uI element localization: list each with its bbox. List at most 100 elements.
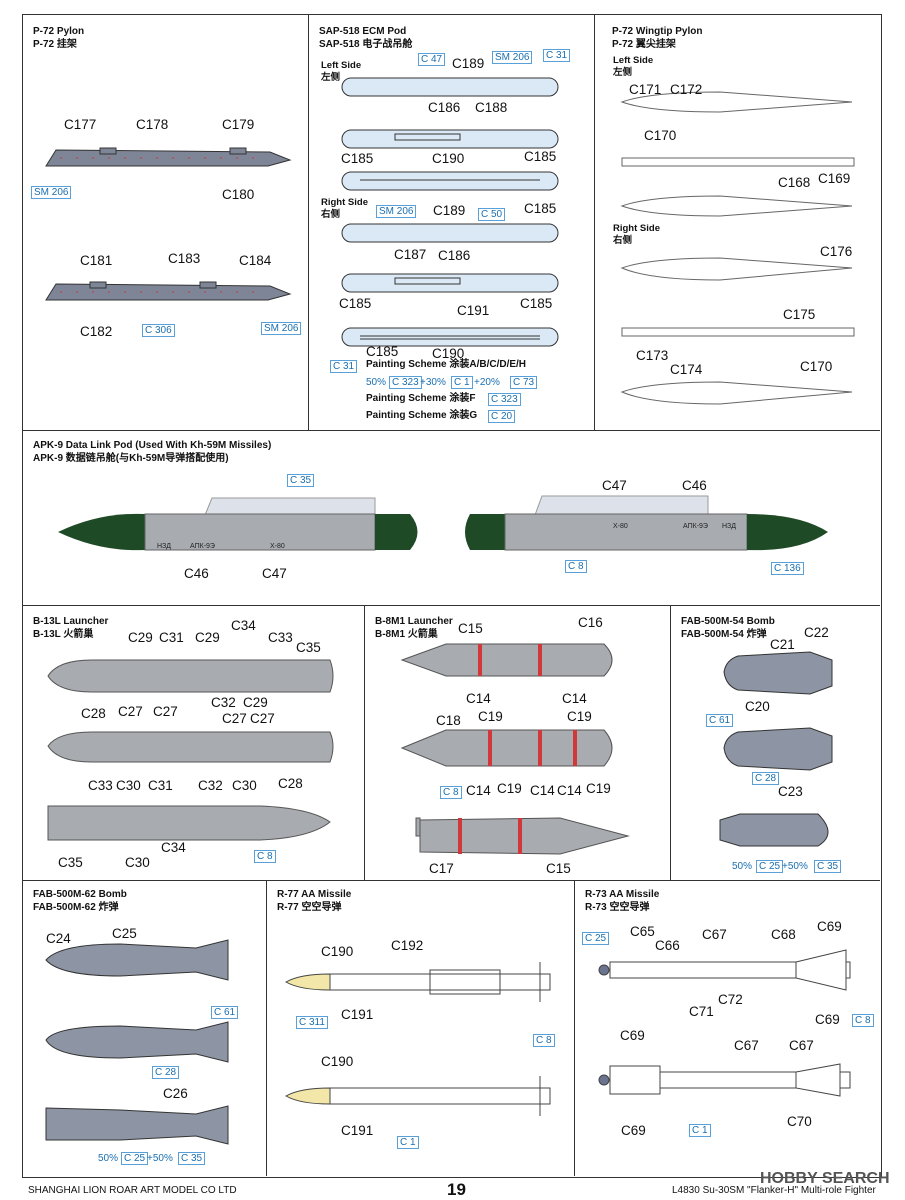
paint-callout: C 311 <box>296 1016 328 1029</box>
paint-callout: C 28 <box>752 772 780 785</box>
r73-title: R-73 AA Missile <box>585 889 660 900</box>
part-label: C170 <box>644 128 677 143</box>
part-label: C35 <box>296 640 321 655</box>
sap518-title: SAP-518 ECM Pod <box>319 26 407 37</box>
part-label: C169 <box>818 171 851 186</box>
part-label: C188 <box>475 100 508 115</box>
mix-text: 50% <box>98 1153 119 1164</box>
fab54-title-cn: FAB-500M-54 炸弹 <box>681 629 767 640</box>
part-label: C180 <box>222 187 255 202</box>
part-label: C31 <box>159 630 184 645</box>
part-label: C46 <box>184 566 209 581</box>
sap518-left-label: Left Side <box>321 60 362 71</box>
part-label: C178 <box>136 117 169 132</box>
part-label: C17 <box>429 861 454 876</box>
p72-pylon-title-cn: P-72 挂架 <box>33 39 77 50</box>
part-label: C19 <box>497 781 522 796</box>
fab62-title: FAB-500M-62 Bomb <box>33 889 127 900</box>
watermark: HOBBY SEARCH <box>760 1170 890 1187</box>
part-label: C70 <box>787 1114 812 1129</box>
part-label: C69 <box>620 1028 645 1043</box>
paint-callout: C 73 <box>510 376 538 389</box>
part-label: C15 <box>458 621 483 636</box>
paint-callout: C 35 <box>814 860 842 873</box>
p72-pylon-drawing <box>45 147 292 301</box>
part-label: C32 <box>211 695 236 710</box>
wingtip-right-label-cn: 右侧 <box>613 235 633 246</box>
paint-callout: C 136 <box>771 562 804 575</box>
sap518-left-label-cn: 左侧 <box>321 72 341 83</box>
divider-row1 <box>22 430 880 431</box>
stencil-text: АПК-9Э <box>683 523 708 530</box>
part-label: C27 <box>250 711 275 726</box>
paint-callout: C 35 <box>178 1152 206 1165</box>
part-label: C27 <box>222 711 247 726</box>
paint-callout: C 47 <box>418 53 446 66</box>
part-label: C28 <box>278 776 303 791</box>
wingtip-pylon-drawings <box>620 91 855 405</box>
r77-drawings <box>284 962 551 1116</box>
part-label: C185 <box>341 151 374 166</box>
part-label: C14 <box>557 783 582 798</box>
paint-callout: C 1 <box>451 376 473 389</box>
part-label: C190 <box>321 944 354 959</box>
paint-callout: C 8 <box>254 850 276 863</box>
paint-callout: C 306 <box>142 324 175 337</box>
part-label: C191 <box>341 1123 374 1138</box>
part-label: C184 <box>239 253 272 268</box>
part-label: C30 <box>232 778 257 793</box>
part-label: C23 <box>778 784 803 799</box>
divider-v3 <box>364 605 365 880</box>
part-label: C191 <box>341 1007 374 1022</box>
r73-drawings <box>598 949 851 1097</box>
part-label: C29 <box>195 630 220 645</box>
part-label: C175 <box>783 307 816 322</box>
divider-v5 <box>266 880 267 1176</box>
painting-scheme-g: Painting Scheme 涂装G <box>366 410 478 421</box>
part-label: C192 <box>391 938 424 953</box>
part-label: C19 <box>478 709 503 724</box>
part-label: C34 <box>231 618 256 633</box>
r77-title-cn: R-77 空空导弹 <box>277 902 342 913</box>
part-label: C185 <box>520 296 553 311</box>
wingtip-left-label: Left Side <box>613 55 654 66</box>
part-label: C189 <box>452 56 485 71</box>
part-label: C69 <box>817 919 842 934</box>
part-label: C24 <box>46 931 71 946</box>
part-label: C34 <box>161 840 186 855</box>
paint-callout: C 8 <box>440 786 462 799</box>
part-label: C185 <box>339 296 372 311</box>
part-label: C14 <box>466 691 491 706</box>
divider-row3 <box>22 880 880 881</box>
part-label: C181 <box>80 253 113 268</box>
part-label: C187 <box>394 247 427 262</box>
part-label: C47 <box>262 566 287 581</box>
part-label: C16 <box>578 615 603 630</box>
mix-text: +50% <box>147 1153 173 1164</box>
divider-v4 <box>670 605 671 880</box>
wingtip-title-cn: P-72 翼尖挂架 <box>612 39 676 50</box>
part-label: C47 <box>602 478 627 493</box>
part-label: C177 <box>64 117 97 132</box>
b13l-title: B-13L Launcher <box>33 616 109 627</box>
part-label: C69 <box>621 1123 646 1138</box>
paint-callout: C 61 <box>211 1006 239 1019</box>
fab500m54-drawings <box>719 651 833 847</box>
part-label: C182 <box>80 324 113 339</box>
paint-callout: C 28 <box>152 1066 180 1079</box>
paint-callout: SM 206 <box>492 51 533 64</box>
fab54-title: FAB-500M-54 Bomb <box>681 616 775 627</box>
paint-callout: C 25 <box>121 1152 149 1165</box>
paint-callout: C 61 <box>706 714 734 727</box>
fab62-title-cn: FAB-500M-62 炸弹 <box>33 902 119 913</box>
part-label: C66 <box>655 938 680 953</box>
part-label: C71 <box>689 1004 714 1019</box>
part-label: C172 <box>670 82 703 97</box>
painting-scheme-f: Painting Scheme 涂装F <box>366 393 476 404</box>
part-label: C189 <box>433 203 466 218</box>
wingtip-right-label: Right Side <box>613 223 660 234</box>
part-label: C171 <box>629 82 662 97</box>
part-label: C174 <box>670 362 703 377</box>
part-label: C19 <box>586 781 611 796</box>
part-label: C185 <box>366 344 399 359</box>
